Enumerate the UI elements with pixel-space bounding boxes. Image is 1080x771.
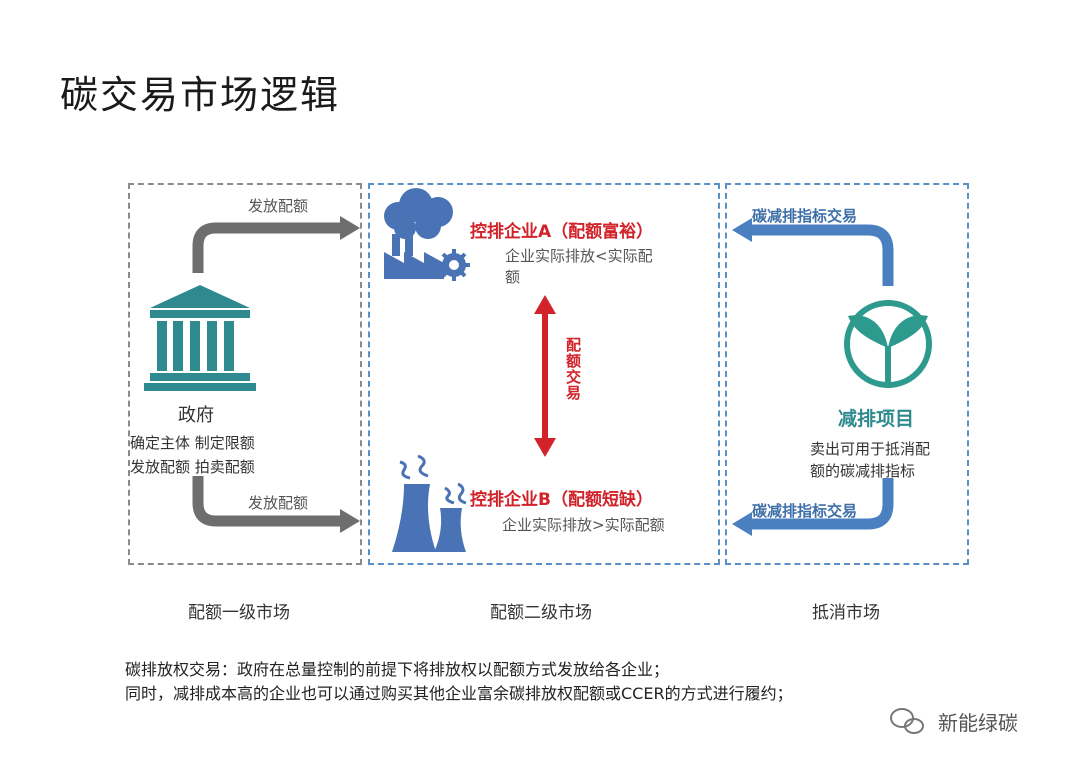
project-arrow-bottom-label: 碳减排指标交易 bbox=[752, 502, 858, 520]
government-building-icon bbox=[144, 285, 256, 391]
sprout-icon bbox=[844, 300, 932, 388]
wechat-icon bbox=[890, 708, 924, 734]
cooling-tower-icon bbox=[392, 454, 467, 552]
project-arrow-top-label: 碳减排指标交易 bbox=[752, 207, 858, 225]
secondary-market-panel bbox=[368, 183, 720, 565]
market-label-primary: 配额一级市场 bbox=[188, 603, 290, 623]
quota-trade-arrow-down bbox=[534, 438, 556, 457]
watermark-text: 新能绿碳 bbox=[938, 711, 1018, 735]
quota-trade-label: 配额交易 bbox=[564, 337, 582, 401]
market-label-offset: 抵消市场 bbox=[812, 603, 880, 623]
arrow-project-bottom-head bbox=[732, 512, 752, 536]
enterprise-b-desc: 企业实际排放>实际配额 bbox=[502, 516, 665, 534]
primary-market-panel bbox=[128, 183, 362, 565]
description-line1: 碳排放权交易：政府在总量控制的前提下将排放权以配额方式发放给各企业； bbox=[125, 660, 670, 679]
enterprise-b-title: 控排企业B（配额短缺） bbox=[470, 490, 653, 510]
gov-arrow-top-label: 发放配额 bbox=[248, 197, 309, 215]
arrow-project-bottom bbox=[750, 478, 894, 530]
arrow-project-top bbox=[750, 224, 894, 286]
government-desc-line2: 发放配额 拍卖配额 bbox=[130, 458, 255, 476]
quota-trade-arrow-up bbox=[534, 295, 556, 314]
project-desc-line2: 额的碳减排指标 bbox=[810, 462, 916, 480]
arrow-gov-bottom-head bbox=[340, 509, 360, 533]
factory-gear-icon bbox=[384, 188, 470, 281]
enterprise-a-title: 控排企业A（配额富裕） bbox=[470, 222, 654, 242]
market-label-secondary: 配额二级市场 bbox=[490, 603, 592, 623]
arrow-gov-top-head bbox=[340, 216, 360, 240]
government-label: 政府 bbox=[178, 405, 214, 426]
page-title: 碳交易市场逻辑 bbox=[60, 73, 341, 117]
arrow-gov-bottom bbox=[192, 476, 342, 527]
arrow-project-top-head bbox=[732, 218, 752, 242]
project-desc-line1: 卖出可用于抵消配 bbox=[810, 440, 931, 458]
enterprise-a-desc-line1: 企业实际排放<实际配 bbox=[505, 247, 653, 265]
arrow-gov-top bbox=[192, 222, 342, 273]
project-label: 减排项目 bbox=[838, 408, 915, 430]
government-desc-line1: 确定主体 制定限额 bbox=[130, 434, 255, 452]
gov-arrow-bottom-label: 发放配额 bbox=[248, 494, 309, 512]
enterprise-a-desc-line2: 额 bbox=[505, 268, 521, 286]
description-line2: 同时，减排成本高的企业也可以通过购买其他企业富余碳排放权配额或CCER的方式进行… bbox=[125, 684, 793, 703]
offset-market-panel bbox=[725, 183, 969, 565]
